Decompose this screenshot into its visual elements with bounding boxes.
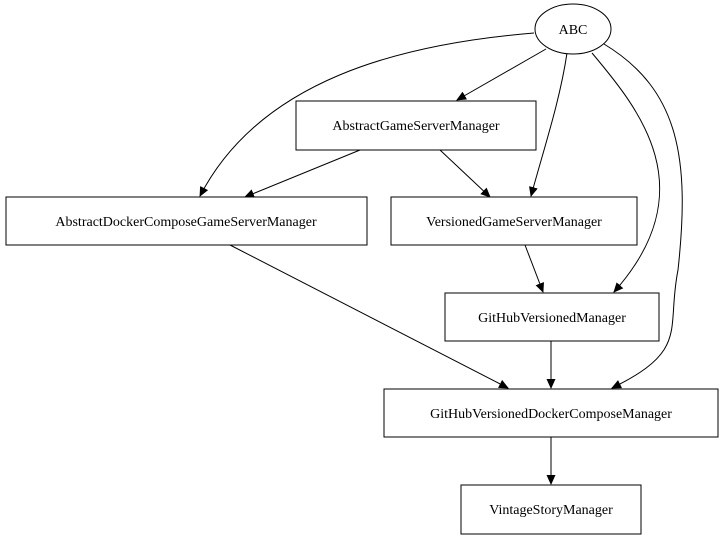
edge-vgsm-to-ghvm	[524, 244, 544, 293]
node-abc-ellipse	[534, 3, 612, 55]
node-abstract-docker-compose-game-server-manager[interactable]: AbstractDockerComposeGameServerManager	[5, 196, 368, 246]
node-abc-label: ABC	[559, 23, 588, 38]
edge-agsm-to-adcgsm	[244, 149, 361, 198]
node-vsm-box	[460, 484, 642, 535]
node-versioned-game-server-manager[interactable]: VersionedGameServerManager	[390, 196, 638, 246]
node-adcgsm-label: AbstractDockerComposeGameServerManager	[55, 215, 317, 230]
edge-abc-to-adcgsm	[199, 32, 535, 197]
node-ghvdcm-label: GitHubVersionedDockerComposeManager	[430, 407, 672, 422]
nodes-layer: ABC AbstractGameServerManager AbstractDo…	[5, 3, 719, 535]
edges-layer	[199, 32, 683, 485]
node-abstract-game-server-manager[interactable]: AbstractGameServerManager	[295, 100, 537, 151]
node-adcgsm-box	[5, 196, 368, 246]
node-vsm-label: VintageStoryManager	[489, 503, 613, 518]
edge-abc-to-ghvm	[591, 52, 661, 293]
node-vintage-story-manager[interactable]: VintageStoryManager	[460, 484, 642, 535]
edge-agsm-to-vgsm	[439, 149, 491, 198]
node-vgsm-box	[390, 196, 638, 246]
node-github-versioned-docker-compose-manager[interactable]: GitHubVersionedDockerComposeManager	[383, 388, 719, 438]
node-github-versioned-manager[interactable]: GitHubVersionedManager	[444, 292, 660, 342]
node-ghvm-box	[444, 292, 660, 342]
node-agsm-label: AbstractGameServerManager	[332, 119, 499, 134]
edge-abc-to-agsm	[456, 48, 547, 101]
node-abc[interactable]: ABC	[534, 3, 612, 55]
edge-adcgsm-to-ghvdcm	[229, 244, 509, 389]
node-ghvdcm-box	[383, 388, 719, 438]
node-ghvm-label: GitHubVersionedManager	[478, 311, 626, 326]
node-agsm-box	[295, 100, 537, 151]
edge-abc-to-ghvdcm	[603, 43, 683, 389]
edge-abc-to-vgsm	[529, 52, 568, 197]
node-vgsm-label: VersionedGameServerManager	[426, 215, 602, 230]
